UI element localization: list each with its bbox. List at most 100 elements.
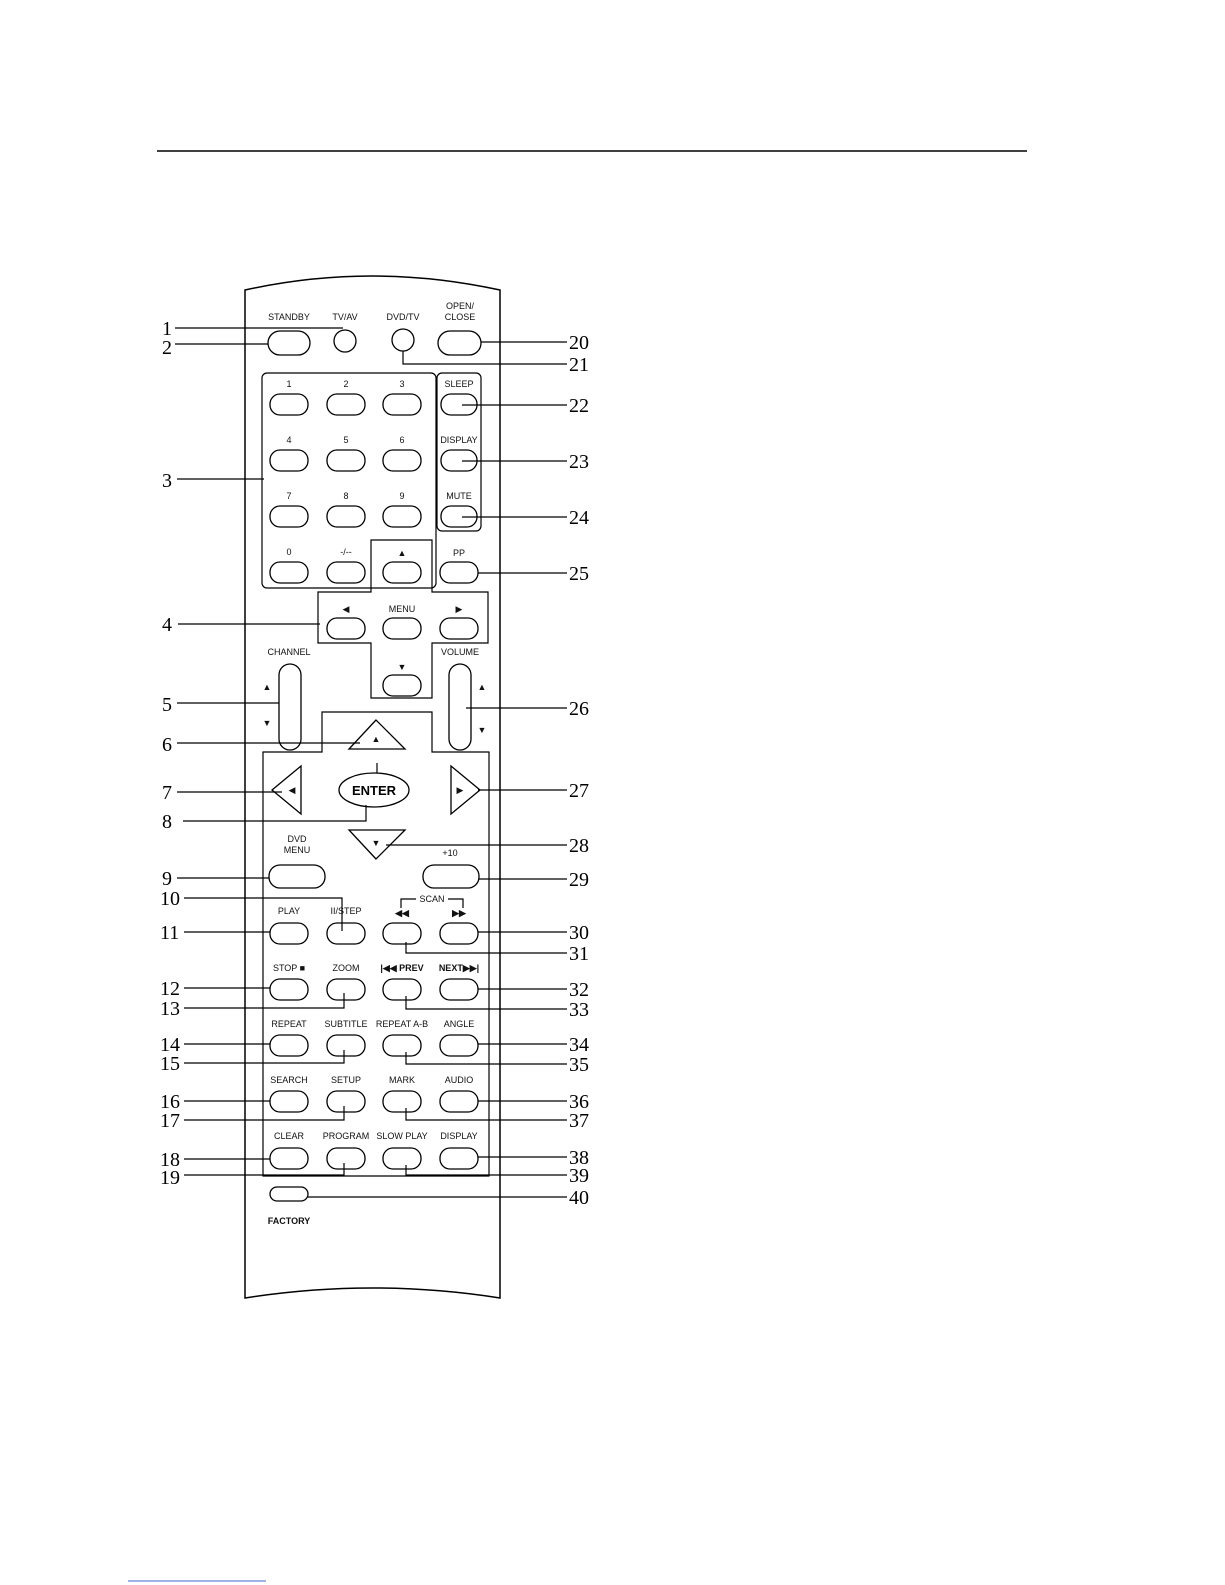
stop-label: STOP ■ xyxy=(273,963,305,973)
pause-step-button[interactable] xyxy=(326,922,366,945)
menu-up-glyph: ▲ xyxy=(398,548,407,558)
callout-29: 29 xyxy=(569,869,589,891)
search-button[interactable] xyxy=(269,1090,309,1113)
zoom-button[interactable] xyxy=(326,978,366,1001)
nav-up-button[interactable] xyxy=(347,719,407,750)
menu-button[interactable] xyxy=(382,617,422,640)
open-close-button[interactable] xyxy=(437,330,482,356)
mark-label: MARK xyxy=(389,1075,415,1085)
open-label-line1: OPEN/ xyxy=(446,301,475,311)
digit-6-button[interactable] xyxy=(382,449,422,472)
display-label-top: DISPLAY xyxy=(440,435,477,445)
fast-forward-button[interactable] xyxy=(439,922,479,945)
volume-label: VOLUME xyxy=(441,647,479,657)
callout-22: 22 xyxy=(569,395,589,417)
dvdtv-button[interactable] xyxy=(391,328,415,352)
callout-11: 11 xyxy=(160,922,179,944)
tvav-button[interactable] xyxy=(333,329,357,353)
display-button-bottom[interactable] xyxy=(439,1147,479,1170)
dash-button[interactable] xyxy=(326,561,366,584)
scan-label: SCAN xyxy=(419,894,444,904)
standby-button[interactable] xyxy=(267,330,311,356)
menu-down-button[interactable] xyxy=(382,674,422,697)
callout-15: 15 xyxy=(160,1053,180,1075)
channel-down-glyph: ▼ xyxy=(263,718,272,728)
callout-30: 30 xyxy=(569,922,589,944)
menu-right-button[interactable] xyxy=(439,617,479,640)
volume-rocker[interactable] xyxy=(448,663,472,751)
angle-label: ANGLE xyxy=(444,1019,475,1029)
enter-button[interactable] xyxy=(338,772,410,808)
stop-button[interactable] xyxy=(269,978,309,1001)
pause-step-label: II/STEP xyxy=(330,906,361,916)
nav-right-glyph: ▶ xyxy=(457,785,464,795)
clear-button[interactable] xyxy=(269,1147,309,1170)
menu-label: MENU xyxy=(389,604,416,614)
callout-39: 39 xyxy=(569,1165,589,1187)
angle-button[interactable] xyxy=(439,1034,479,1057)
digit-2-label: 2 xyxy=(343,379,348,389)
pp-label: PP xyxy=(453,548,465,558)
program-button[interactable] xyxy=(326,1147,366,1170)
menu-down-glyph: ▼ xyxy=(398,662,407,672)
rewind-button[interactable] xyxy=(382,922,422,945)
digit-5-button[interactable] xyxy=(326,449,366,472)
digit-1-button[interactable] xyxy=(269,393,309,416)
digit-5-label: 5 xyxy=(343,435,348,445)
callout-25: 25 xyxy=(569,563,589,585)
callout-36: 36 xyxy=(569,1091,589,1113)
digit-8-label: 8 xyxy=(343,491,348,501)
callout-20: 20 xyxy=(569,332,589,354)
callout-24: 24 xyxy=(569,507,589,529)
digit-8-button[interactable] xyxy=(326,505,366,528)
slow-play-button[interactable] xyxy=(382,1147,422,1170)
nav-right-button[interactable] xyxy=(450,764,482,816)
callout-28: 28 xyxy=(569,835,589,857)
callout-12: 12 xyxy=(160,978,180,1000)
menu-left-button[interactable] xyxy=(326,617,366,640)
plus10-button[interactable] xyxy=(422,864,480,889)
nav-left-button[interactable] xyxy=(270,764,302,816)
mark-button[interactable] xyxy=(382,1090,422,1113)
rewind-glyph: ◀◀ xyxy=(394,908,410,918)
channel-rocker[interactable] xyxy=(278,663,302,751)
zoom-label: ZOOM xyxy=(333,963,360,973)
enter-label: ENTER xyxy=(352,783,397,798)
callout-8: 8 xyxy=(162,811,172,833)
dvd-menu-button[interactable] xyxy=(268,864,326,889)
menu-up-button[interactable] xyxy=(382,561,422,584)
nav-down-glyph: ▼ xyxy=(372,838,381,848)
callout-38: 38 xyxy=(569,1147,589,1169)
digit-0-button[interactable] xyxy=(269,561,309,584)
pp-button[interactable] xyxy=(439,561,479,584)
callout-10: 10 xyxy=(160,888,180,910)
mute-label: MUTE xyxy=(446,491,472,501)
audio-button[interactable] xyxy=(439,1090,479,1113)
fast-forward-glyph: ▶▶ xyxy=(451,908,467,918)
numeric-keypad-frame xyxy=(261,372,437,589)
callout-4: 4 xyxy=(162,614,172,636)
play-button[interactable] xyxy=(269,922,309,945)
repeat-ab-button[interactable] xyxy=(382,1034,422,1057)
repeat-button[interactable] xyxy=(269,1034,309,1057)
subtitle-button[interactable] xyxy=(326,1034,366,1057)
prev-label: |◀◀ PREV xyxy=(380,963,423,973)
play-label: PLAY xyxy=(278,906,300,916)
side-function-frame xyxy=(436,372,482,532)
next-button[interactable] xyxy=(439,978,479,1001)
prev-button[interactable] xyxy=(382,978,422,1001)
digit-4-button[interactable] xyxy=(269,449,309,472)
factory-button[interactable] xyxy=(269,1186,309,1202)
subtitle-label: SUBTITLE xyxy=(324,1019,367,1029)
digit-3-button[interactable] xyxy=(382,393,422,416)
callout-31: 31 xyxy=(569,943,589,965)
digit-2-button[interactable] xyxy=(326,393,366,416)
callout-33: 33 xyxy=(569,999,589,1021)
digit-7-button[interactable] xyxy=(269,505,309,528)
right-callout-lines xyxy=(308,341,567,1198)
digit-9-button[interactable] xyxy=(382,505,422,528)
callout-3: 3 xyxy=(162,470,172,492)
setup-button[interactable] xyxy=(326,1090,366,1113)
